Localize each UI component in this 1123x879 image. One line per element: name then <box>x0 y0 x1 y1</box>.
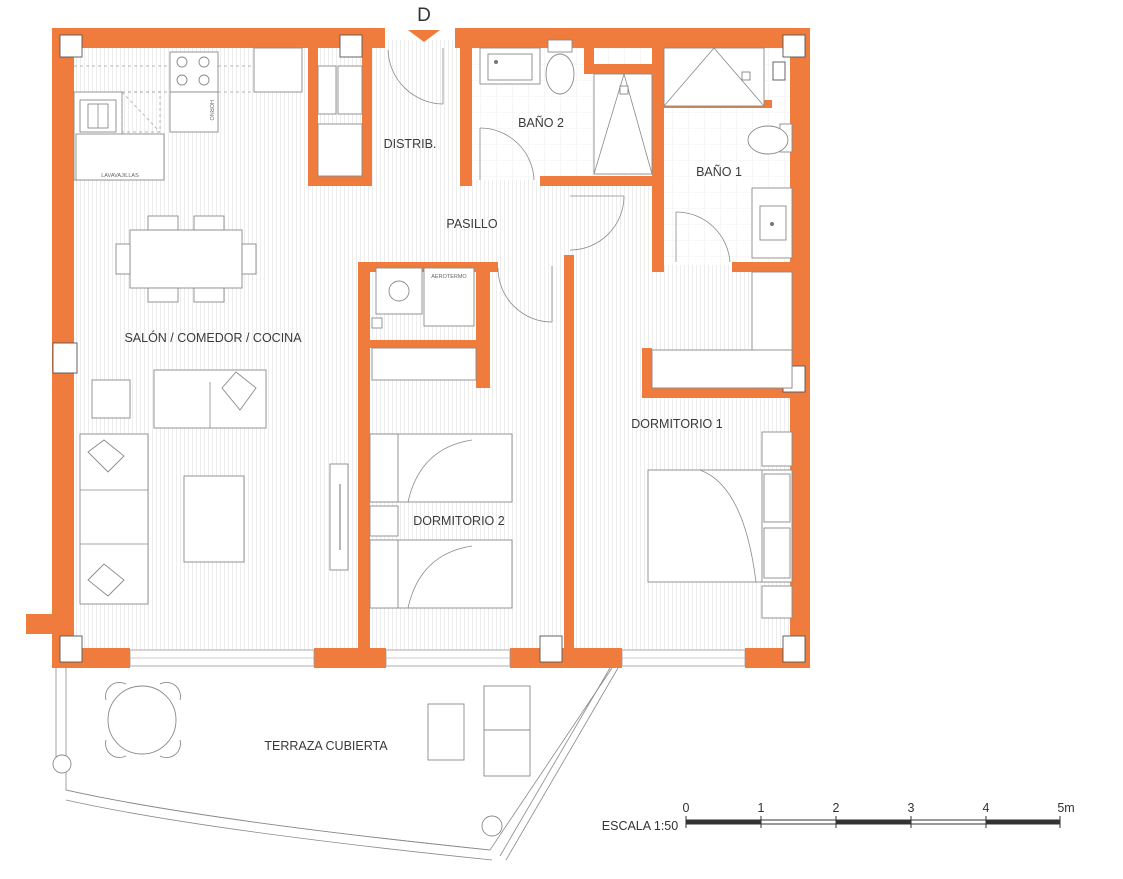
entry-letter: D <box>417 5 431 26</box>
oven-label: HORNO <box>208 100 214 121</box>
scale-tick-1: 1 <box>758 801 765 815</box>
terrace <box>52 667 619 861</box>
scale-tick-4: 4 <box>983 801 990 815</box>
scale-tick-2: 2 <box>833 801 840 815</box>
bedroom2-furniture <box>369 433 513 609</box>
living-furniture <box>79 369 349 605</box>
scale-bar: ESCALA 1:50 0 1 2 3 4 5m <box>602 801 1075 833</box>
label-corridor: PASILLO <box>446 217 497 231</box>
entry-arrow-icon <box>408 30 440 42</box>
label-bath1: BAÑO 1 <box>696 165 742 179</box>
label-distributor: DISTRIB. <box>384 137 437 151</box>
label-bedroom2: DORMITORIO 2 <box>413 514 504 528</box>
label-bedroom1: DORMITORIO 1 <box>631 417 722 431</box>
dining-set <box>115 215 257 303</box>
windows <box>129 649 746 667</box>
label-bath2: BAÑO 2 <box>518 116 564 130</box>
room-labels: SALÓN / COMEDOR / COCINA DISTRIB. PASILL… <box>124 116 742 753</box>
doors <box>387 48 731 323</box>
bath2-fixtures <box>479 39 653 175</box>
bath1-fixtures <box>663 47 793 259</box>
bedroom1-furniture <box>647 271 793 619</box>
tall-cabinets <box>317 65 363 177</box>
label-living: SALÓN / COMEDOR / COCINA <box>124 330 302 345</box>
label-terrace: TERRAZA CUBIERTA <box>264 739 388 753</box>
scale-label: ESCALA 1:50 <box>602 819 678 833</box>
kitchen: HORNO LAVAVAJILLAS <box>73 47 303 181</box>
scale-tick-5: 5m <box>1057 801 1074 815</box>
entry-marker: D <box>408 5 440 42</box>
utility-room: AEROTERMO <box>371 267 477 381</box>
washer-label: LAVAVAJILLAS <box>101 173 139 179</box>
scale-tick-0: 0 <box>683 801 690 815</box>
scale-tick-3: 3 <box>908 801 915 815</box>
water-heater-label: AEROTERMO <box>431 274 467 280</box>
